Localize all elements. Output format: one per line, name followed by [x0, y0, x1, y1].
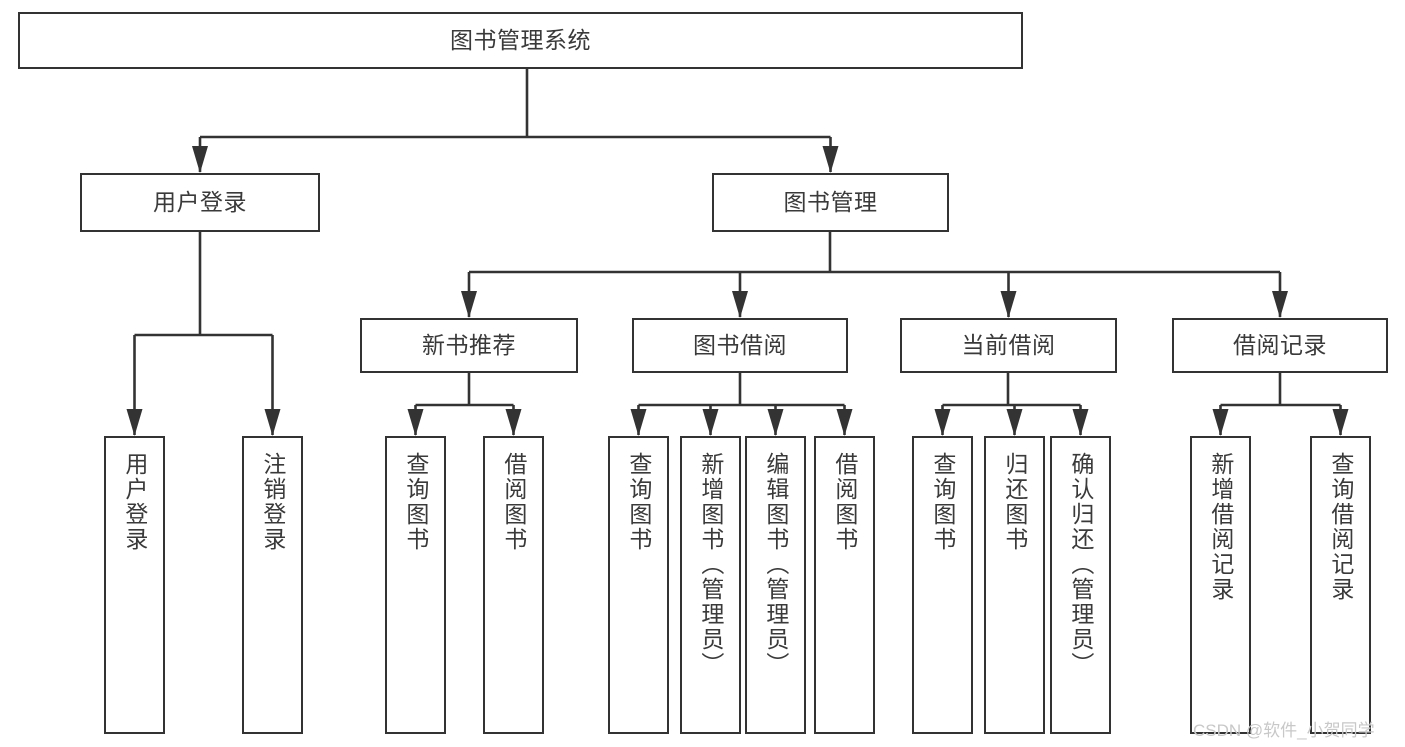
arrowhead-icon: [1272, 291, 1288, 318]
node-label: 新增图书（管理员）: [697, 452, 724, 677]
node-leaf-add-book[interactable]: 新增图书（管理员）: [680, 436, 741, 734]
node-label: 借阅图书: [831, 452, 858, 552]
arrowhead-icon: [1006, 409, 1023, 436]
arrowhead-icon: [836, 409, 853, 436]
node-leaf-query-book-2[interactable]: 查询图书: [608, 436, 669, 734]
node-label: 新增借阅记录: [1207, 452, 1234, 602]
arrowhead-icon: [767, 409, 784, 436]
node-leaf-return-book[interactable]: 归还图书: [984, 436, 1045, 734]
node-label: 用户登录: [153, 188, 247, 215]
node-leaf-confirm-return[interactable]: 确认归还（管理员）: [1050, 436, 1111, 734]
node-label: 注销登录: [259, 452, 286, 552]
arrowhead-icon: [1000, 291, 1017, 318]
node-leaf-add-record[interactable]: 新增借阅记录: [1190, 436, 1251, 734]
node-label: 查询图书: [625, 452, 652, 552]
node-label: 查询借阅记录: [1327, 452, 1354, 602]
arrowhead-icon: [732, 291, 748, 318]
node-leaf-logout[interactable]: 注销登录: [242, 436, 303, 734]
arrowhead-icon: [822, 146, 839, 173]
node-leaf-borrow-book-1[interactable]: 借阅图书: [483, 436, 544, 734]
node-label: 当前借阅: [961, 331, 1056, 358]
arrowhead-icon: [126, 409, 143, 436]
arrowhead-icon: [934, 409, 951, 436]
node-label: 图书管理: [783, 188, 878, 215]
arrowhead-icon: [1332, 409, 1349, 436]
node-label: 用户登录: [121, 452, 148, 552]
node-label: 图书借阅: [693, 331, 787, 358]
node-label: 编辑图书（管理员）: [762, 452, 789, 677]
node-label: 确认归还（管理员）: [1067, 452, 1094, 677]
arrowhead-icon: [264, 409, 281, 436]
node-book-borrow[interactable]: 图书借阅: [632, 318, 848, 373]
node-label: 借阅记录: [1233, 331, 1327, 358]
node-leaf-query-book-1[interactable]: 查询图书: [385, 436, 446, 734]
arrowhead-icon: [192, 146, 208, 173]
node-leaf-borrow-book-2[interactable]: 借阅图书: [814, 436, 875, 734]
node-new-book-rec[interactable]: 新书推荐: [360, 318, 578, 373]
node-root[interactable]: 图书管理系统: [18, 12, 1023, 69]
node-leaf-query-record[interactable]: 查询借阅记录: [1310, 436, 1371, 734]
node-leaf-edit-book[interactable]: 编辑图书（管理员）: [745, 436, 806, 734]
arrowhead-icon: [505, 409, 522, 436]
node-current-borrow[interactable]: 当前借阅: [900, 318, 1117, 373]
node-label: 借阅图书: [500, 452, 527, 552]
node-label: 归还图书: [1001, 452, 1028, 552]
arrowhead-icon: [1212, 409, 1229, 436]
arrowhead-icon: [1072, 409, 1089, 436]
csdn-watermark: CSDN @软件_小贺同学: [1193, 721, 1375, 740]
node-user-login[interactable]: 用户登录: [80, 173, 320, 232]
node-label: 图书管理系统: [450, 26, 591, 53]
node-label: 查询图书: [402, 452, 429, 552]
node-book-manage[interactable]: 图书管理: [712, 173, 949, 232]
node-label: 查询图书: [929, 452, 956, 552]
node-borrow-record[interactable]: 借阅记录: [1172, 318, 1388, 373]
node-leaf-query-book-3[interactable]: 查询图书: [912, 436, 973, 734]
arrowhead-icon: [702, 409, 719, 436]
node-leaf-user-login[interactable]: 用户登录: [104, 436, 165, 734]
arrowhead-icon: [630, 409, 647, 436]
node-label: 新书推荐: [422, 331, 516, 358]
arrowhead-icon: [461, 291, 477, 318]
arrowhead-icon: [407, 409, 424, 436]
